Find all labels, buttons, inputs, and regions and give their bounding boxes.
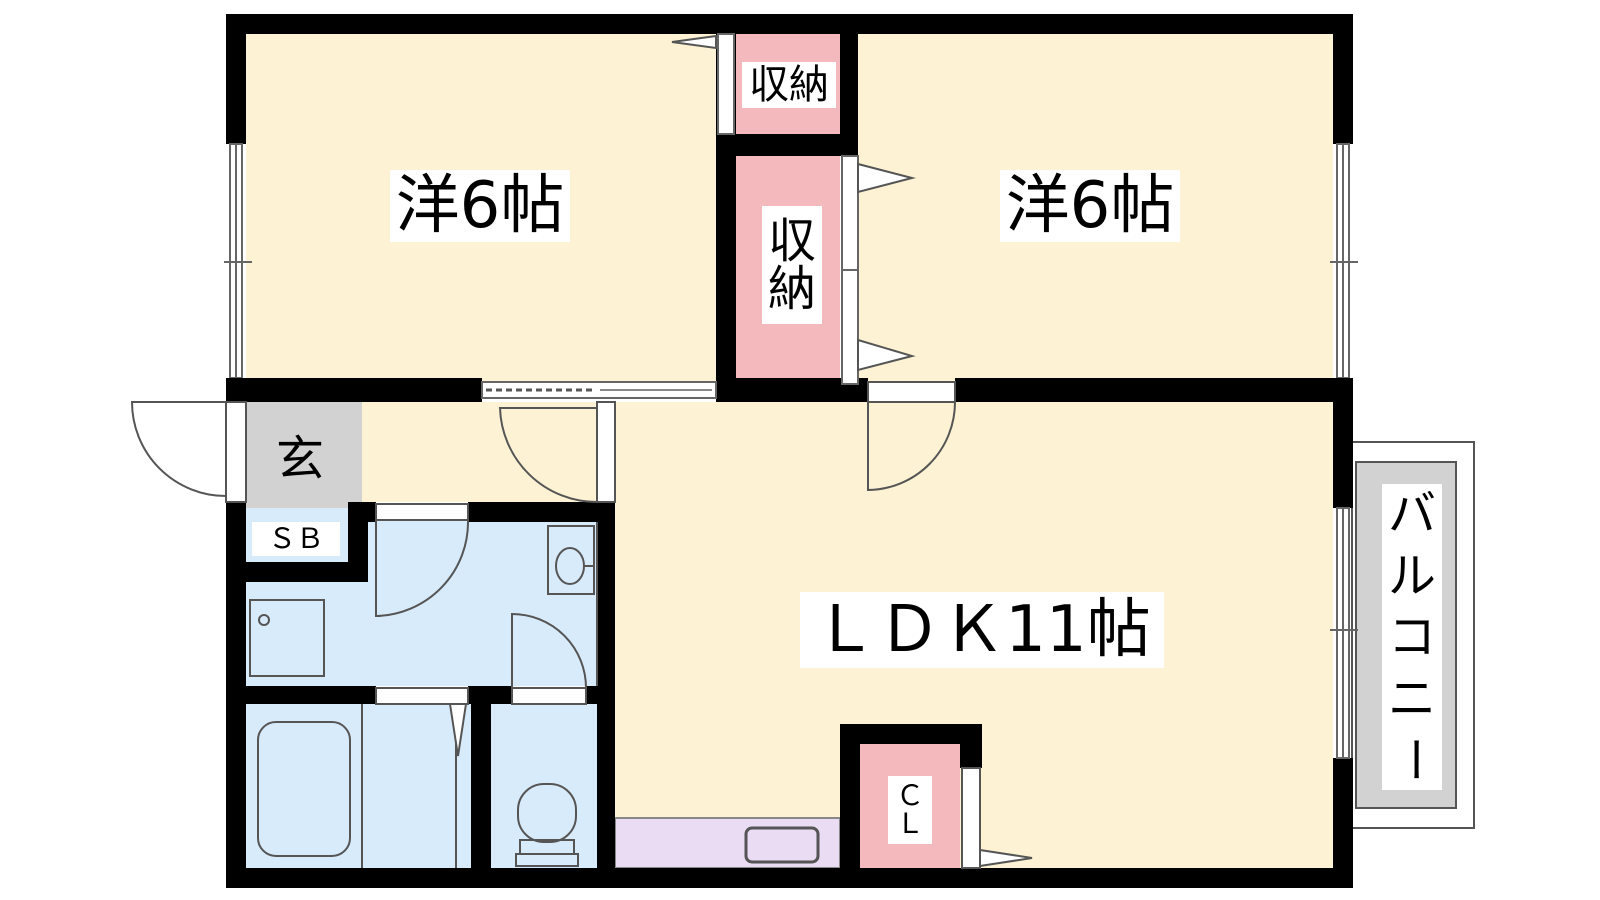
shoe-box-label: ＳＢ — [252, 522, 340, 556]
storage-middle-door — [841, 155, 916, 385]
hall-floor — [362, 402, 615, 502]
wall-wash-top-left — [348, 502, 376, 522]
balcony-char-3: コ — [1387, 609, 1436, 665]
western-room-left-label: 洋6帖 — [390, 170, 570, 242]
drain-circle — [258, 614, 270, 626]
toilet — [515, 783, 579, 867]
balcony-char-1: バ — [1387, 486, 1436, 542]
wall-bath-top — [246, 686, 376, 704]
wall-sb-bottom — [246, 562, 368, 582]
washing-machine-pan — [249, 599, 325, 677]
wall-toilet-left — [471, 686, 491, 888]
wall-storage-divider — [736, 134, 858, 156]
bath-door — [375, 687, 469, 868]
western-room-right-label: 洋6帖 — [1000, 170, 1180, 242]
wall-wash-top-right — [468, 502, 615, 522]
toilet-area — [490, 690, 597, 868]
wall-bath-top-right — [586, 686, 615, 704]
outer-wall-left-upper — [226, 14, 246, 144]
outer-wall-right-mid — [1333, 378, 1353, 508]
wall-storage-right — [840, 14, 858, 154]
window-right-upper — [1330, 143, 1358, 379]
storage-middle-label: 収 納 — [762, 206, 822, 324]
outer-wall-bottom — [226, 868, 1353, 888]
balcony-char-5: ー — [1384, 736, 1440, 784]
wall-mid-far-right — [955, 378, 1353, 402]
storage-top-label: 収納 — [742, 62, 836, 108]
outer-wall-left-lower — [226, 502, 246, 888]
wall-mid-left — [226, 378, 482, 402]
closet-char-2: Ｌ — [895, 807, 924, 840]
wall-closet-left — [840, 724, 860, 888]
wash-basin — [547, 525, 595, 595]
wall-closet-right-stub — [960, 724, 982, 768]
closet-label: Ｃ Ｌ — [888, 776, 932, 844]
closet-door — [961, 767, 1033, 869]
balcony-char-4: ニ — [1387, 670, 1436, 727]
storage-middle-char-1: 収 — [767, 213, 816, 269]
outer-wall-right-lower — [1333, 758, 1353, 888]
entrance-door — [130, 401, 247, 503]
window-right-lower — [1330, 507, 1358, 759]
outer-wall-right-upper — [1333, 14, 1353, 144]
entrance-floor — [246, 402, 362, 510]
balcony-label: バ ル コ ニ ー — [1382, 484, 1442, 790]
storage-top-door — [671, 33, 735, 135]
balcony-char-2: ル — [1387, 547, 1436, 604]
ldk-label: ＬＤＫ11帖 — [800, 592, 1164, 668]
outer-wall-top — [226, 14, 1353, 34]
hall-door — [498, 401, 616, 503]
storage-middle-char-2: 納 — [767, 261, 816, 317]
wall-wash-right — [597, 402, 615, 888]
wall-closet-top — [840, 724, 982, 744]
toilet-door — [511, 612, 587, 705]
kitchen-sink — [744, 826, 820, 864]
ldk-door — [867, 381, 956, 492]
bath-area — [246, 690, 471, 868]
closet-char-1: Ｃ — [895, 779, 924, 812]
washroom-door — [375, 503, 470, 618]
sliding-door-hall — [481, 381, 717, 399]
bathtub — [257, 721, 351, 857]
entrance-label: 玄 — [275, 431, 324, 487]
